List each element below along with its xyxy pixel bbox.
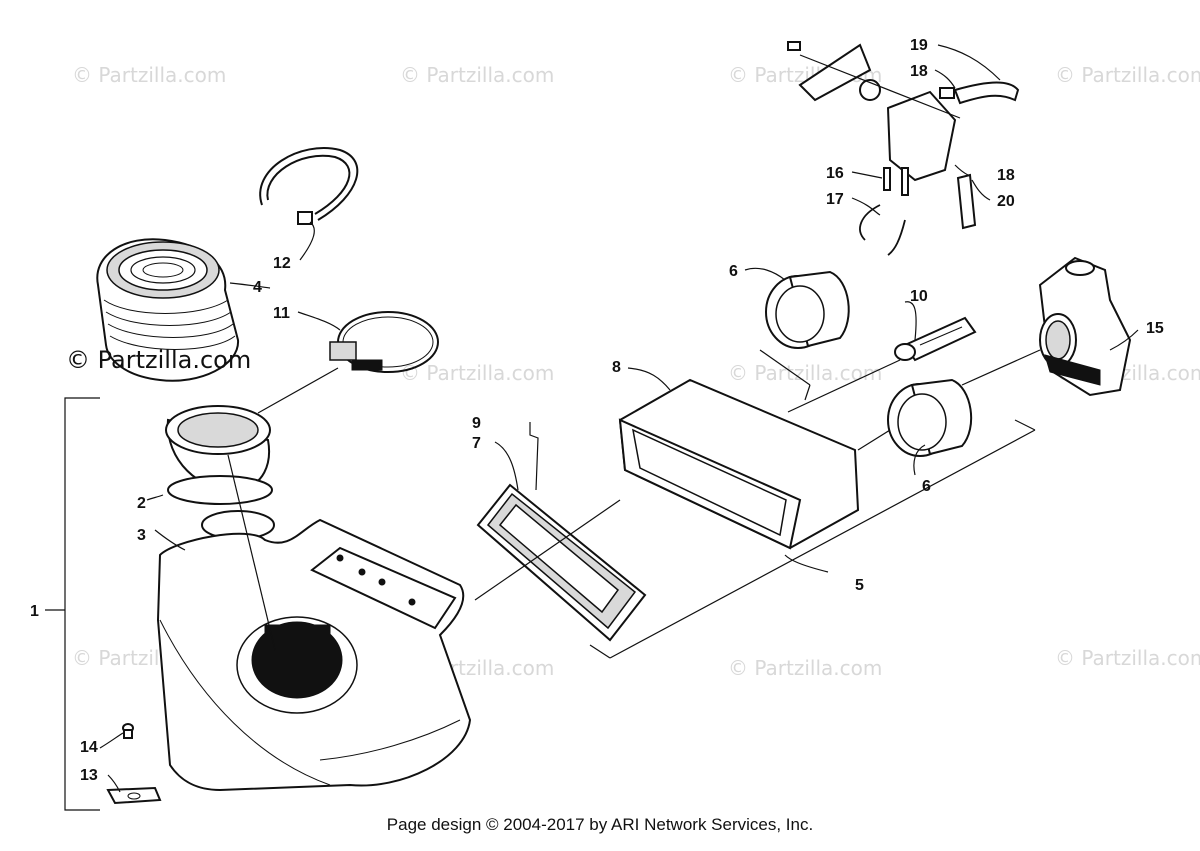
hose-clamp-part [329, 311, 439, 373]
callout-number: 3 [137, 527, 146, 544]
callout-number: 14 [80, 739, 98, 756]
air-box-part [156, 518, 472, 792]
callout-number: 12 [273, 255, 291, 272]
bellows-boot-part [96, 238, 240, 382]
callout-number: 6 [922, 478, 931, 495]
callout-number: 8 [612, 359, 621, 376]
callout-number: 18 [910, 63, 928, 80]
watermark-highlight: © Partzilla.com [66, 346, 251, 374]
intake-boot-upper-part [765, 270, 850, 349]
retaining-strap-part [894, 316, 977, 362]
footer-copyright: Page design © 2004-2017 by ARI Network S… [386, 815, 814, 834]
carburetor-part [1038, 256, 1132, 397]
band-clamp-part [259, 147, 359, 225]
leader-lines [45, 44, 1139, 811]
filter-frame-part [476, 483, 647, 642]
watermark: © Partzilla.com [400, 63, 554, 87]
intake-boot-lower-part [887, 378, 973, 457]
callout-number: 4 [253, 279, 262, 296]
callout-number: 10 [910, 288, 928, 305]
watermark: © Partzilla.com [1055, 63, 1200, 87]
oil-pump-part [787, 41, 1020, 256]
callout-number: 15 [1146, 320, 1164, 337]
callout-number: 5 [855, 577, 864, 594]
watermark: © Partzilla.com [400, 361, 554, 385]
callout-number: 6 [729, 263, 738, 280]
callout-number: 2 [137, 495, 146, 512]
callout-number: 11 [273, 305, 290, 322]
watermark: © Partzilla.com [1055, 646, 1200, 670]
mount-plate-part [106, 723, 162, 805]
callout-number: 13 [80, 767, 98, 784]
callout-number: 16 [826, 165, 844, 182]
callout-number: 17 [826, 191, 844, 208]
callouts: 1 2 3 4 5 6 6 7 8 9 10 11 12 13 14 15 16… [30, 37, 1164, 784]
callout-number: 9 [472, 415, 481, 432]
air-duct-part [618, 378, 860, 550]
callout-number: 20 [997, 193, 1015, 210]
callout-number: 1 [30, 603, 39, 620]
watermark: © Partzilla.com [728, 656, 882, 680]
watermark: © Partzilla.com [72, 63, 226, 87]
callout-number: 7 [472, 435, 481, 452]
callout-number: 18 [997, 167, 1015, 184]
intake-adapter-part [165, 405, 275, 540]
callout-number: 19 [910, 37, 928, 54]
